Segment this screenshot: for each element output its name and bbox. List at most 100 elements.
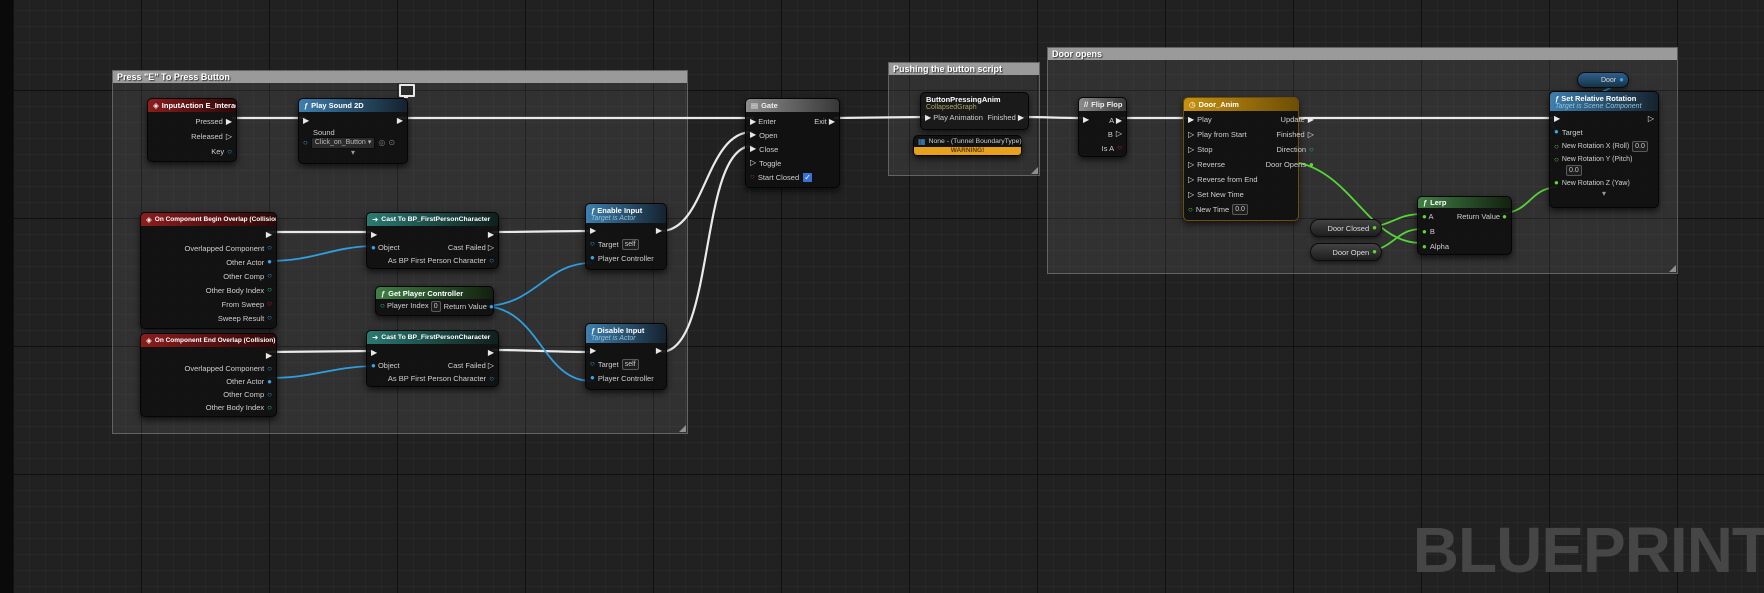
exec-out-pin[interactable]: ▶ [487, 347, 494, 357]
sound-pin[interactable]: ○ [303, 138, 308, 147]
exec-out-pin[interactable]: ▶ [828, 116, 835, 126]
as-character-pin[interactable]: ○ [489, 255, 494, 265]
exec-in-pin[interactable]: ▶ [371, 229, 378, 239]
exec-out-pin[interactable]: ▶ [396, 115, 403, 125]
target-input[interactable]: self [621, 358, 639, 370]
comment-press-e-title[interactable]: Press "E" To Press Button [113, 71, 687, 83]
float-out-pin[interactable]: ● [1372, 223, 1377, 232]
key-pin[interactable]: ○ [227, 146, 232, 156]
rotation-z-pin[interactable]: ● [1554, 178, 1559, 187]
exec-in-pin[interactable]: ▷ [750, 158, 757, 167]
node-buttonpressinganim[interactable]: ButtonPressingAnim CollapsedGraph ▶ Play… [920, 92, 1029, 130]
target-pin[interactable]: ● [1554, 127, 1559, 136]
b-pin[interactable]: ● [1422, 226, 1427, 236]
start-closed-checkbox[interactable]: ✓ [802, 171, 814, 183]
exec-out-pin[interactable]: ▶ [225, 116, 232, 126]
comment-resize-handle[interactable] [1031, 167, 1038, 174]
exec-in-pin[interactable]: ▶ [590, 225, 597, 235]
target-pin[interactable]: ○ [590, 359, 595, 368]
actor-pin[interactable]: ● [267, 257, 272, 266]
component-pin[interactable]: ○ [267, 389, 272, 399]
door-opens-pin[interactable]: ● [1309, 159, 1314, 169]
rotation-y-pin[interactable]: ○ [1554, 154, 1559, 164]
component-pin[interactable]: ○ [267, 271, 272, 280]
direction-pin[interactable]: ○ [1309, 144, 1314, 154]
exec-in-pin[interactable]: ▶ [1188, 114, 1195, 124]
target-input[interactable]: self [621, 238, 639, 250]
exec-out-pin[interactable]: ▶ [1017, 112, 1024, 122]
exec-out-pin[interactable]: ▶ [1307, 114, 1314, 124]
exec-in-pin[interactable]: ▶ [1083, 115, 1090, 124]
exec-in-pin[interactable]: ▶ [750, 116, 757, 126]
player-controller-pin[interactable]: ● [590, 253, 595, 262]
new-time-input[interactable]: 0.0 [1232, 204, 1248, 215]
exec-in-pin[interactable]: ▶ [1554, 113, 1561, 123]
node-door-anim-timeline[interactable]: ◷Door_Anim ▶Play ▷Play from Start ▷Stop … [1183, 97, 1314, 221]
actor-pin[interactable]: ● [267, 376, 272, 386]
exec-out-pin[interactable]: ▷ [1115, 129, 1122, 138]
exec-out-pin[interactable]: ▶ [655, 225, 662, 235]
comment-pushing-button-title[interactable]: Pushing the button script [889, 63, 1039, 75]
object-pin[interactable]: ● [371, 361, 376, 370]
exec-out-pin[interactable]: ▷ [487, 243, 494, 252]
exec-in-pin[interactable]: ▷ [1188, 189, 1195, 199]
node-flip-flop[interactable]: //Flip Flop ▶A ▶ B▷ Is A○ [1078, 97, 1127, 157]
a-pin[interactable]: ● [1422, 212, 1427, 221]
exec-out-pin[interactable]: ▶ [265, 350, 272, 360]
rotation-x-input[interactable]: 0.0 [1632, 141, 1648, 152]
target-pin[interactable]: ○ [590, 239, 595, 248]
collapse-caret-icon[interactable]: ▾ [1601, 189, 1606, 198]
float-out-pin[interactable]: ● [1372, 247, 1377, 256]
variable-door-closed[interactable]: Door Closed● [1310, 219, 1382, 237]
node-begin-overlap[interactable]: ◈On Component Begin Overlap (Collision)■… [140, 212, 277, 329]
exec-out-pin[interactable]: ▷ [1647, 113, 1654, 123]
exec-out-pin[interactable]: ▶ [265, 229, 272, 239]
exec-in-pin[interactable]: ▶ [590, 345, 597, 355]
return-value-pin[interactable]: ● [488, 301, 494, 311]
node-tunnel-boundary[interactable]: ▦None - (Tunnel BoundaryType) WARNING! [913, 135, 1022, 156]
node-cast-firstperson-bottom[interactable]: ➜Cast To BP_FirstPersonCharacter ▶▶ ● Ob… [366, 330, 499, 387]
exec-in-pin[interactable]: ▷ [1188, 174, 1195, 184]
player-controller-pin[interactable]: ● [590, 373, 595, 382]
rotation-x-pin[interactable]: ○ [1554, 141, 1559, 151]
int-pin[interactable]: ○ [267, 285, 272, 294]
comment-resize-handle[interactable] [1669, 265, 1676, 272]
exec-in-pin[interactable]: ▷ [1188, 159, 1195, 169]
struct-pin[interactable]: ○ [267, 313, 272, 322]
bool-pin[interactable]: ○ [750, 172, 755, 181]
browse-icon[interactable]: ◎ [378, 138, 386, 147]
exec-out-pin[interactable]: ▶ [487, 229, 494, 239]
variable-door-open[interactable]: Door Open● [1310, 243, 1382, 261]
bool-pin[interactable]: ○ [1117, 143, 1122, 152]
exec-in-pin[interactable]: ▷ [1188, 129, 1195, 139]
exec-in-pin[interactable]: ▶ [750, 130, 757, 139]
player-index-input[interactable]: 0 [430, 300, 441, 312]
exec-in-pin[interactable]: ▶ [750, 144, 757, 153]
variable-door[interactable]: Door● [1577, 72, 1629, 88]
node-end-overlap[interactable]: ◈On Component End Overlap (Collision)■ ▶… [140, 333, 277, 417]
search-icon[interactable]: ⊙ [388, 138, 396, 147]
component-pin[interactable]: ○ [267, 363, 272, 373]
new-time-pin[interactable]: ○ [1188, 204, 1193, 214]
rotation-y-input[interactable]: 0.0 [1566, 165, 1582, 176]
comment-resize-handle[interactable] [679, 425, 686, 432]
node-cast-firstperson-top[interactable]: ➜Cast To BP_FirstPersonCharacter ▶▶ ● Ob… [366, 212, 499, 269]
exec-in-pin[interactable]: ▶ [371, 347, 378, 357]
exec-in-pin[interactable]: ▶ [925, 112, 932, 122]
object-pin[interactable]: ● [371, 243, 376, 252]
exec-out-pin[interactable]: ▶ [1115, 115, 1122, 125]
exec-out-pin[interactable]: ▶ [655, 345, 662, 355]
exec-in-pin[interactable]: ▶ [303, 115, 310, 125]
bool-pin[interactable]: ○ [267, 299, 272, 308]
component-pin[interactable]: ○ [267, 243, 272, 252]
collapse-caret-icon[interactable]: ▾ [350, 148, 355, 157]
node-inputaction-e-interact[interactable]: ◈InputAction E_Interact Pressed▶ Release… [147, 98, 237, 162]
